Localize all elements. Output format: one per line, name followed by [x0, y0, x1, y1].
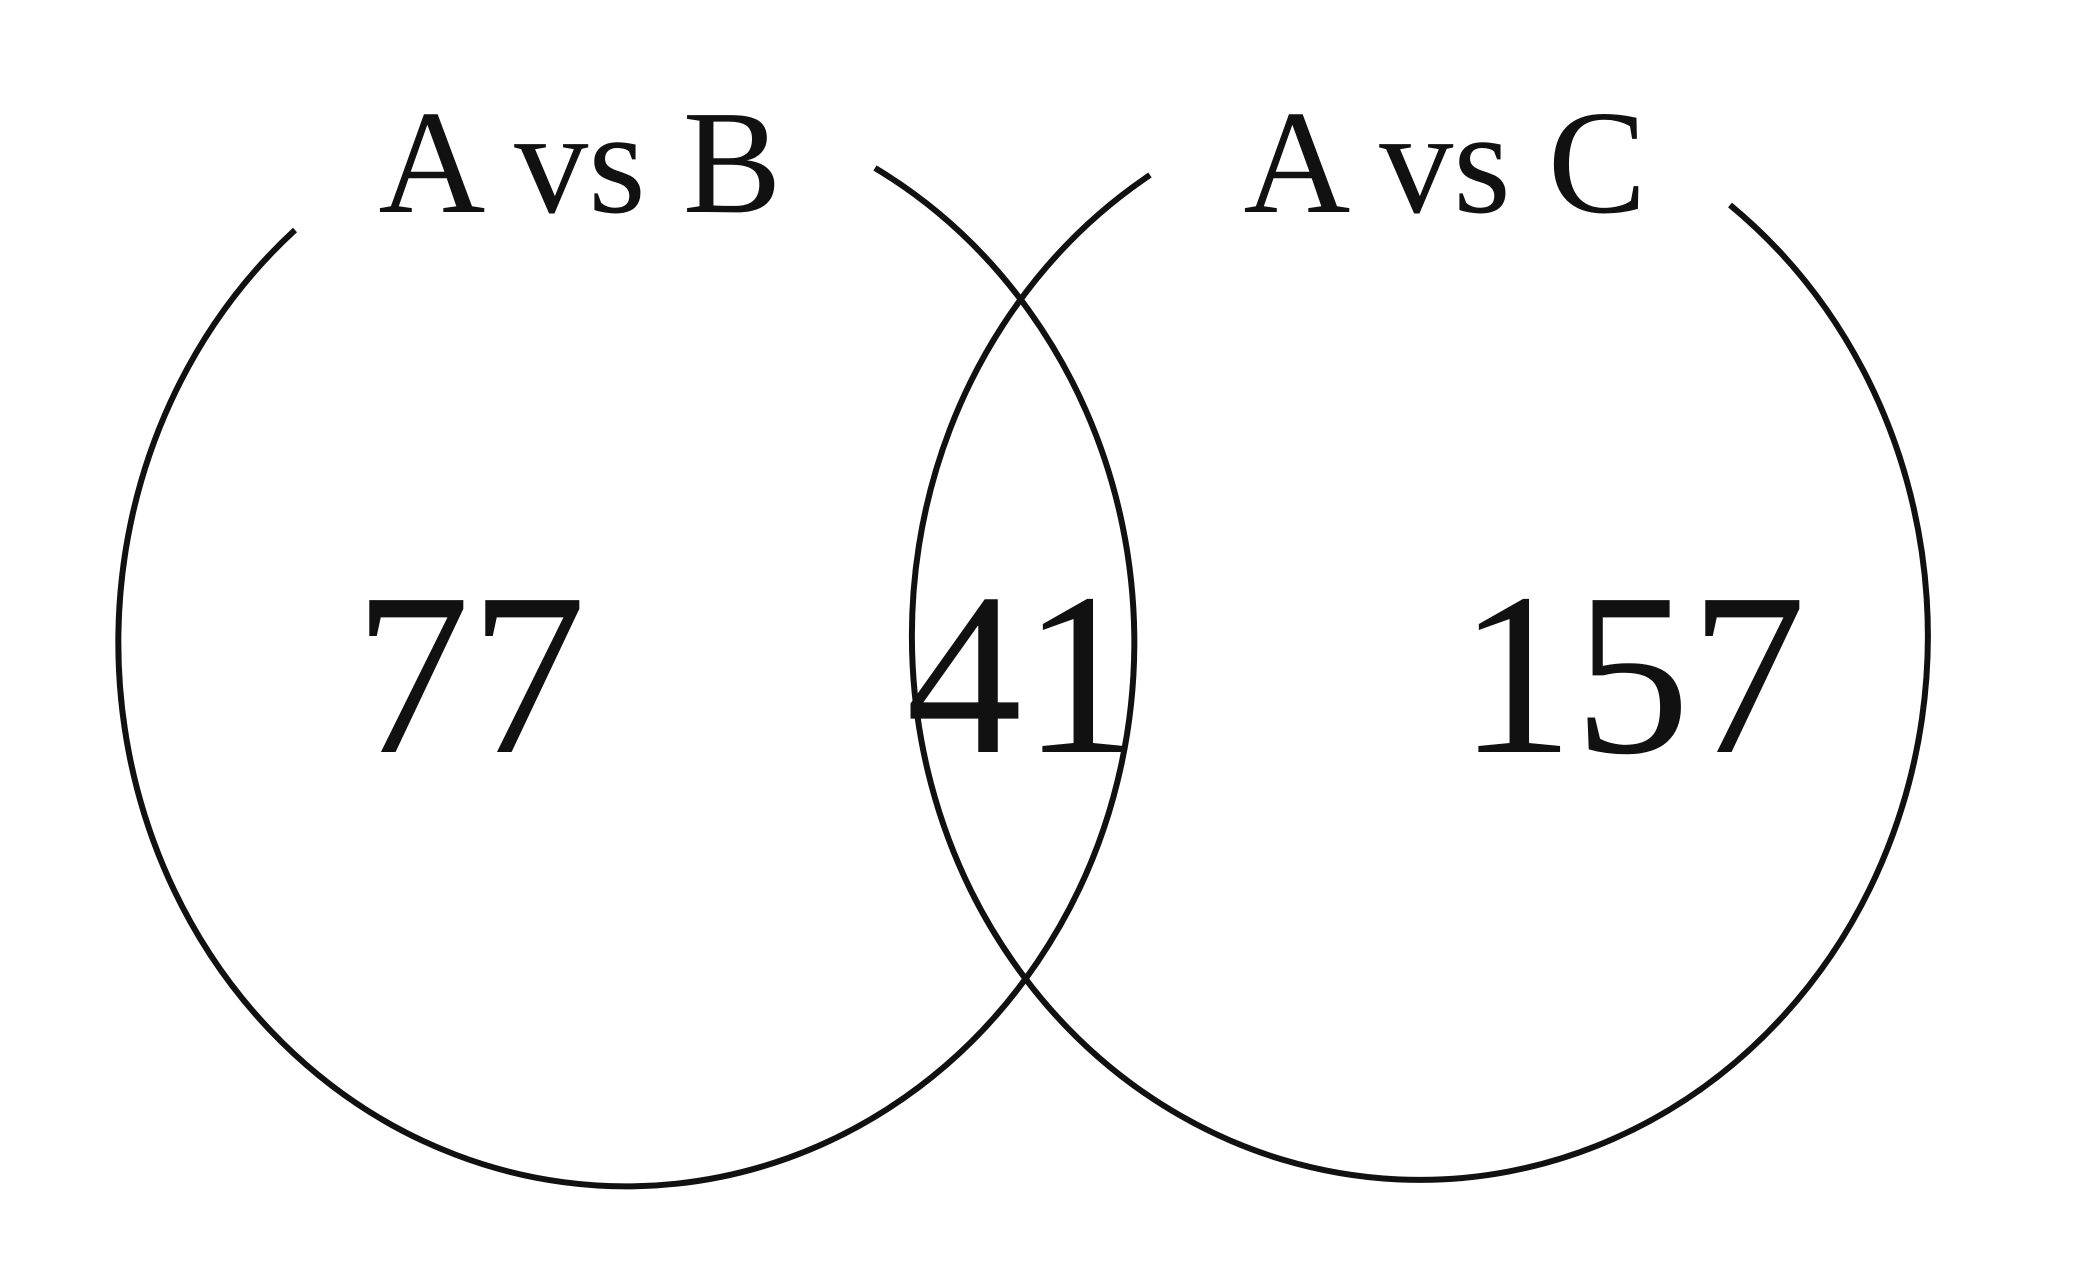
count-a-vs-c-only: 157 [1458, 546, 1806, 803]
set-a-vs-c-ellipse [908, 172, 1931, 1183]
set-a-vs-b-ellipse [115, 165, 1138, 1190]
set-a-vs-b-label: A vs B [378, 81, 781, 245]
count-intersection: 41 [906, 546, 1138, 803]
set-a-vs-c-label: A vs C [1243, 81, 1646, 245]
count-a-vs-b-only: 77 [354, 546, 586, 803]
